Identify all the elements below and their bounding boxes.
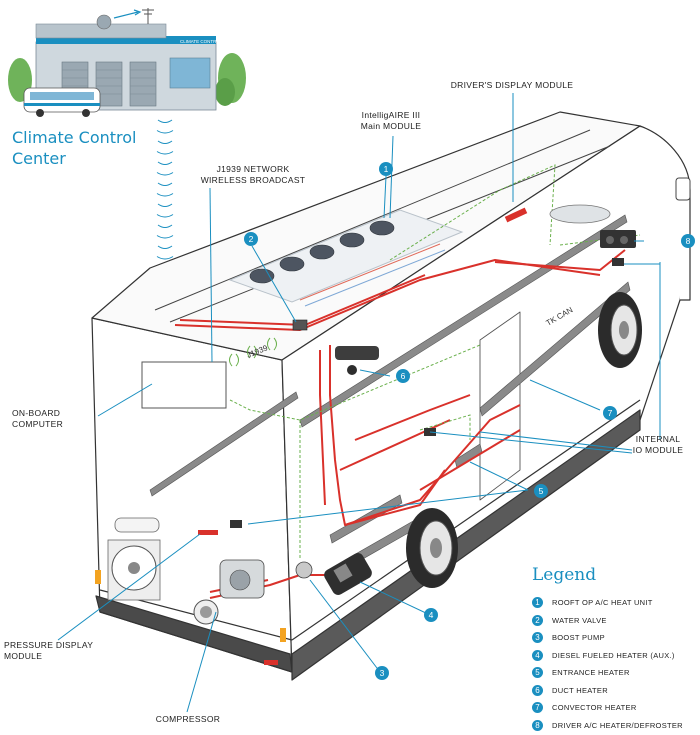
callout-1: 1 [379, 162, 393, 176]
internal-io-module-rear [230, 520, 242, 528]
legend-label: ENTRANCE HEATER [552, 668, 630, 678]
legend-label: DIESEL FUELED HEATER (AUX.) [552, 650, 675, 660]
main-module-label-line2: Main MODULE [360, 121, 422, 131]
broadcast-arc [247, 345, 251, 359]
j1939-network-label: J1939 NETWORK WIRELESS BROADCAST [188, 164, 318, 186]
legend-item: 8 DRIVER A/C HEATER/DEFROSTER [532, 717, 697, 735]
diesel-fueled-heater [324, 553, 372, 595]
climate-control-center-title: Climate Control Center [12, 127, 137, 169]
legend-number: 5 [532, 667, 543, 679]
signal-wave [157, 224, 173, 228]
on-board-computer [141, 361, 227, 409]
drivers-display-module [504, 207, 528, 223]
callout-6: 6 [396, 369, 410, 383]
signal-wave [157, 119, 173, 123]
front-wheel [598, 292, 642, 368]
legend-item: 2 WATER VALVE [532, 612, 697, 630]
rear-reflector [264, 660, 278, 665]
legend-item: 5 ENTRANCE HEATER [532, 664, 697, 682]
legend-label: DRIVER A/C HEATER/DEFROSTER [552, 720, 683, 730]
broadcast-arc [253, 345, 257, 359]
signal-wave [157, 203, 173, 207]
internal-io-line1: INTERNAL [635, 434, 681, 444]
radiator-grille [107, 517, 161, 601]
signal-wave [156, 193, 174, 197]
duct-heater [335, 346, 379, 375]
on-board-computer-line1: ON-BOARD [12, 408, 61, 418]
signal-wave [156, 172, 174, 176]
pressure-display-line1: PRESSURE DISPLAY [4, 640, 94, 650]
climate-control-building [8, 8, 246, 117]
legend-number: 4 [532, 649, 543, 661]
legend-number: 2 [532, 614, 543, 626]
building-sign: CLIMATE CONTROL CENTER [180, 39, 243, 44]
main-module-label-line1: IntelligAIRE III [361, 110, 421, 120]
j1939-network-line1: J1939 NETWORK [216, 164, 290, 174]
rear-light-left [95, 570, 101, 584]
signal-wave [157, 140, 173, 144]
legend-number: 6 [532, 684, 543, 696]
center-title-line1: Climate Control [12, 128, 137, 147]
internal-io-line2: IO MODULE [632, 445, 684, 455]
legend-item: 3 BOOST PUMP [532, 629, 697, 647]
compressor-label: COMPRESSOR [155, 714, 221, 724]
on-board-computer-line2: COMPUTER [12, 419, 64, 429]
water-valve [292, 319, 308, 331]
internal-io-module-label: INTERNAL IO MODULE [620, 434, 696, 456]
legend-label: CONVECTOR HEATER [552, 703, 637, 713]
on-board-computer-label: ON-BOARD COMPUTER [12, 408, 92, 430]
broadcast-arc [273, 337, 277, 351]
signal-wave [157, 182, 173, 186]
callout-8: 8 [681, 234, 695, 248]
signal-wave [156, 235, 174, 239]
signal-wave [157, 245, 173, 249]
signal-wave [156, 214, 174, 218]
side-mirror [675, 177, 691, 201]
boost-pump [295, 561, 313, 579]
signal-wave [156, 130, 174, 134]
center-title-line2: Center [12, 149, 66, 168]
legend-number: 3 [532, 632, 543, 644]
legend: 1 ROOFT OP A/C HEAT UNIT 2 WATER VALVE 3 BO… [532, 594, 697, 734]
legend-number: 1 [532, 597, 543, 609]
drivers-display-label: DRIVER'S DISPLAY MODULE [450, 80, 574, 90]
legend-title: Legend [532, 565, 597, 585]
pressure-display-line2: MODULE [4, 651, 43, 661]
internal-io-module-front [612, 258, 624, 266]
rear-light-right [280, 628, 286, 642]
legend-item: 1 ROOFT OP A/C HEAT UNIT [532, 594, 697, 612]
signal-wave [157, 161, 173, 165]
legend-label: WATER VALVE [552, 615, 607, 625]
pressure-display-label: PRESSURE DISPLAY MODULE [4, 640, 124, 662]
legend-item: 6 DUCT HEATER [532, 682, 697, 700]
legend-number: 8 [532, 719, 543, 731]
legend-label: BOOST PUMP [552, 633, 605, 643]
legend-item: 7 CONVECTOR HEATER [532, 699, 697, 717]
driver-heater-defroster [549, 204, 636, 248]
callout-2: 2 [244, 232, 258, 246]
leader-lines [57, 93, 661, 713]
broadcast-arc [229, 353, 233, 367]
signal-wave [156, 256, 174, 260]
callout-4: 4 [424, 608, 438, 622]
pressure-display-module [198, 530, 218, 535]
rear-wheel [406, 508, 458, 588]
legend-number: 7 [532, 702, 543, 714]
legend-label: DUCT HEATER [552, 685, 608, 695]
broadcast-arc [235, 353, 239, 367]
rooftop-ac-unit [228, 209, 464, 307]
broadcast-arc [267, 337, 271, 351]
signal-wave [156, 151, 174, 155]
callout-3: 3 [375, 666, 389, 680]
j1939-network-line2: WIRELESS BROADCAST [200, 175, 306, 185]
main-module-label: IntelligAIRE III Main MODULE [346, 110, 436, 132]
legend-item: 4 DIESEL FUELED HEATER (AUX.) [532, 647, 697, 665]
legend-label: ROOFT OP A/C HEAT UNIT [552, 598, 653, 608]
callout-7: 7 [603, 406, 617, 420]
compressor [193, 559, 265, 625]
callout-5: 5 [534, 484, 548, 498]
